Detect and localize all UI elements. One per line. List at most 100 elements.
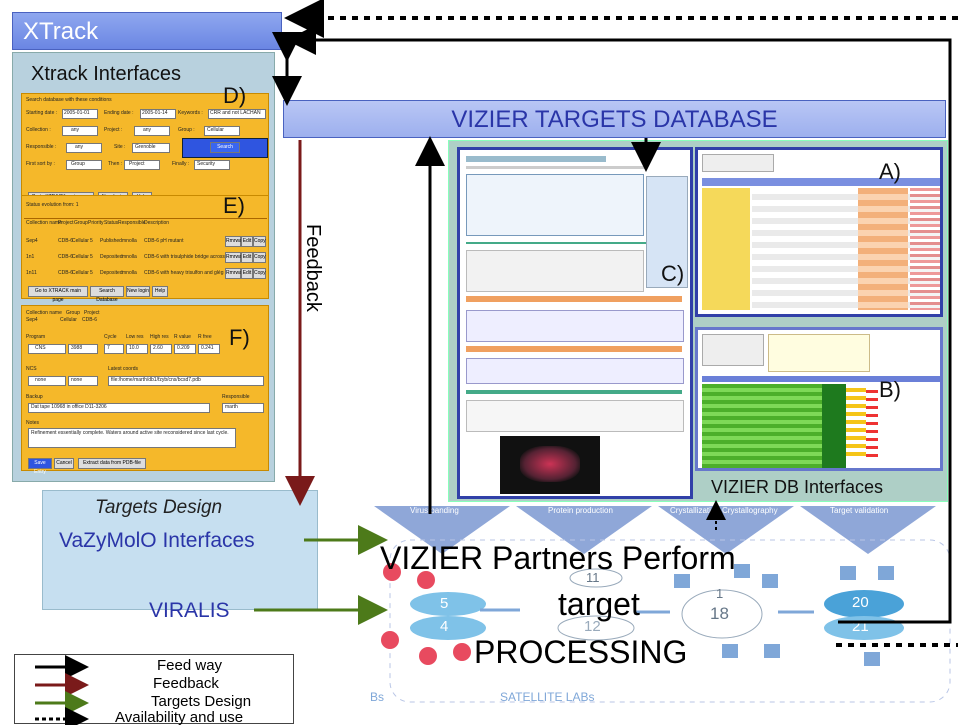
stage-number: 21 [852, 618, 869, 635]
cell: 5 [90, 270, 93, 276]
stage-number: 18 [710, 604, 729, 623]
sort-first-select[interactable]: Group [71, 161, 85, 167]
col-header: Group [74, 220, 88, 226]
sort-then-select[interactable]: Project [129, 161, 145, 167]
high-res-input[interactable]: 2.60 [153, 345, 163, 351]
cell: Published [100, 238, 122, 244]
section-e-label: E) [223, 193, 245, 218]
responsible-label: Responsible [222, 394, 250, 400]
header-value: Cellular [60, 317, 77, 323]
col-header: Priority [88, 220, 104, 226]
field-label: Keywords : [178, 110, 203, 116]
project-select[interactable]: any [143, 127, 152, 133]
cell: Cellular [72, 254, 89, 260]
cycle-input[interactable]: 7 [107, 345, 110, 351]
sort-finally-select[interactable]: Security [197, 161, 216, 167]
ncs-label: NCS [26, 366, 37, 372]
section-b-label: B) [879, 377, 901, 402]
ncs-number-input[interactable]: none [71, 377, 83, 383]
col-label: Low res [126, 334, 144, 340]
col-header: Description [144, 220, 170, 226]
search-button[interactable]: Search [210, 142, 240, 153]
program-select[interactable]: CNS [35, 345, 46, 351]
help-button[interactable]: Help [152, 286, 168, 297]
starting-date-input[interactable]: 2005-01-01 [64, 110, 90, 116]
col-label: R value [174, 334, 191, 340]
xtrack-interfaces-title: Xtrack Interfaces [31, 63, 182, 85]
status-title: Status evolution from: 1 [26, 202, 79, 208]
cancel-button[interactable]: Cancel [54, 458, 74, 469]
field-label: Starting date : [26, 110, 58, 116]
latest-coords-label: Latest coords [108, 366, 139, 372]
new-login-button[interactable]: New login [126, 286, 150, 297]
r-value-input[interactable]: 0.209 [177, 345, 190, 351]
field-label: Site : [114, 144, 126, 150]
cell: mnolla [122, 254, 137, 260]
rmrwar-button[interactable]: Rmrwar [225, 252, 244, 263]
backup-label: Backup [26, 394, 43, 400]
main-page-button[interactable]: Go to XTRACK main page [28, 286, 88, 303]
field-label: Group : [178, 127, 195, 133]
program-number-input[interactable]: 3988 [71, 345, 83, 351]
xtrack-bar: XTrack [12, 12, 282, 50]
field-label: Ending date : [104, 110, 134, 116]
copy-button[interactable]: Copy [253, 252, 266, 263]
edit-button[interactable]: Edit [241, 252, 253, 263]
feedback-label: Feedback [302, 224, 324, 312]
extract-pdb-button[interactable]: Extract data from PDB-file [78, 458, 146, 469]
stage-label: Target validation [830, 506, 889, 515]
keywords-input[interactable]: CRR and not LACHAN [210, 110, 261, 116]
save-entry-button[interactable]: Save Entry [28, 458, 52, 475]
feedback-label-wrap: Feedback [294, 224, 330, 344]
section-f-label: F) [229, 325, 250, 350]
processing-area: Virus banding Protein production Crystal… [370, 500, 958, 725]
vazymolo-interfaces-label: VaZyMolO Interfaces [59, 529, 255, 552]
screen-c [457, 147, 693, 499]
cell: mnolla [122, 238, 137, 244]
targets-design-panel: Targets Design VaZyMolO Interfaces VIRAL… [42, 490, 318, 622]
col-header: Status [104, 220, 119, 226]
xtrack-status-table: Status evolution from: 1 Collection name… [21, 195, 269, 303]
cell: 1n11 [26, 270, 37, 276]
search-database-button[interactable]: Search Database [90, 286, 124, 303]
edit-button[interactable]: Edit [241, 268, 253, 279]
col-label: R free [198, 334, 212, 340]
collection-select[interactable]: any [71, 127, 80, 133]
processing-title-line1: VIZIER Partners Perform [380, 540, 736, 576]
rmrwar-button[interactable]: Rmrwar [225, 236, 244, 247]
vizier-db-title: VIZIER TARGETS DATABASE [451, 106, 778, 133]
cell: Sep4 [26, 238, 38, 244]
field-label: Finally : [172, 161, 190, 167]
r-free-input[interactable]: 0.241 [201, 345, 214, 351]
cell: Cellular [72, 238, 89, 244]
section-c-label: C) [661, 261, 685, 286]
col-header: Collection name [26, 220, 62, 226]
field-label: First sort by : [26, 161, 55, 167]
group-select[interactable]: Cellular [207, 127, 224, 133]
vizier-db-interfaces-frame: C) A) B) VIZIER DB Interfaces [448, 140, 948, 502]
low-res-input[interactable]: 10.0 [129, 345, 139, 351]
latest-coords-input[interactable]: file:/home/marth/db1/fzyb/cns/bcsd7.pdb [111, 377, 201, 383]
copy-button[interactable]: Copy [253, 268, 266, 279]
field-label: Collection : [26, 127, 51, 133]
bs-label: Bs [370, 690, 385, 704]
stage-label: Crystallization Crystallography [670, 506, 778, 515]
site-select[interactable]: Grenoble [135, 144, 156, 150]
legend-availability: Availability and use [115, 709, 244, 726]
ncs-select[interactable]: none [35, 377, 47, 383]
copy-button[interactable]: Copy [253, 236, 266, 247]
stage-number: 4 [440, 618, 449, 635]
backup-input[interactable]: Dat tape 10968 in office D11-3206 [31, 404, 107, 410]
notes-textarea[interactable]: Refinement essentially complete. Waters … [31, 430, 229, 436]
responsible-select[interactable]: any [75, 144, 84, 150]
vizier-targets-database-bar: VIZIER TARGETS DATABASE [283, 100, 946, 138]
targets-design-title: Targets Design [95, 497, 223, 518]
edit-button[interactable]: Edit [241, 236, 253, 247]
cell: 5 [90, 254, 93, 260]
rmrwar-button[interactable]: Rmrwar [225, 268, 244, 279]
stage-number: 5 [440, 595, 449, 612]
cell: 5 [90, 238, 93, 244]
ending-date-input[interactable]: 2005-01-14 [142, 110, 168, 116]
xtrack-title: XTrack [23, 18, 99, 45]
responsible-input[interactable]: marth [225, 404, 238, 410]
